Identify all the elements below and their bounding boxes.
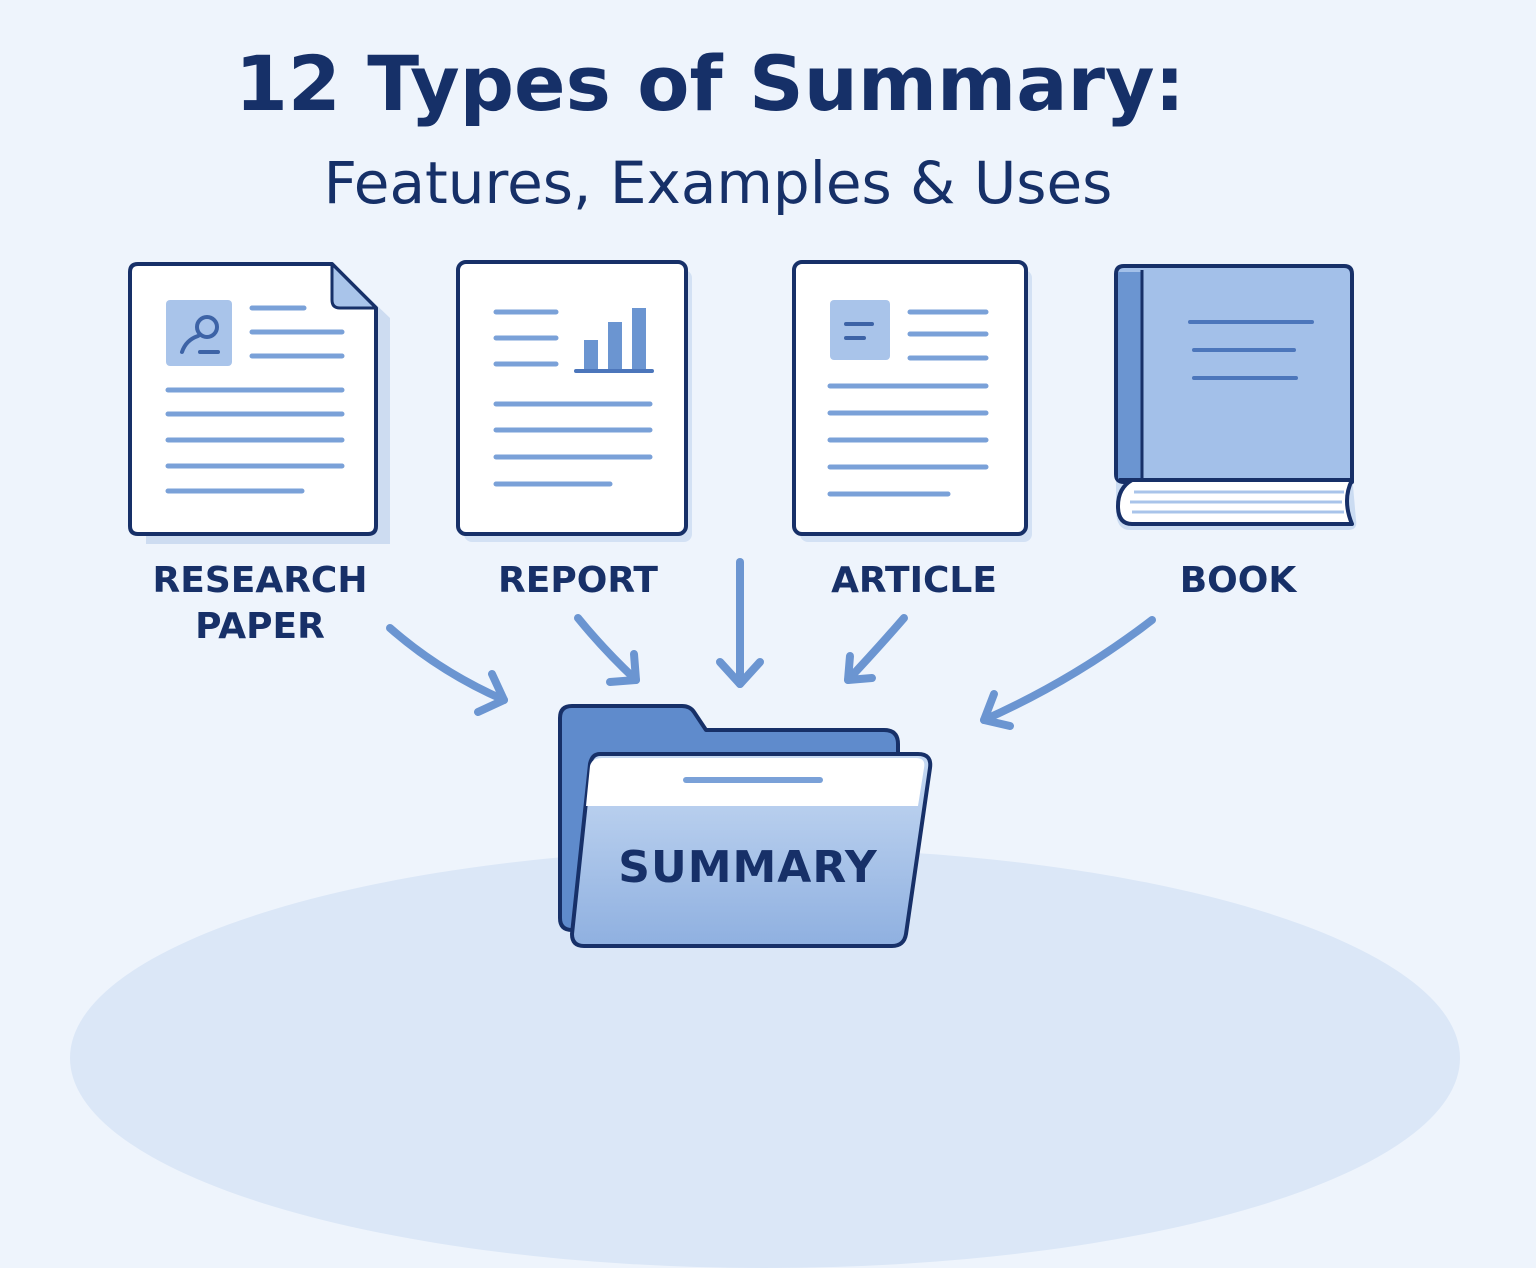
- research-paper-icon: [128, 262, 390, 544]
- arrow-book: [980, 616, 1156, 730]
- source-label-book: BOOK: [1179, 560, 1297, 601]
- page-title: 12 Types of Summary:: [235, 39, 1185, 128]
- source-label-report: REPORT: [498, 560, 658, 601]
- article-icon: [792, 260, 1032, 542]
- source-label-article: ARTICLE: [831, 560, 997, 601]
- arrow-report: [574, 614, 640, 686]
- folder-icon: [558, 704, 933, 948]
- arrow-research-paper: [386, 624, 508, 716]
- book-icon: [1114, 264, 1357, 530]
- report-icon: [456, 260, 692, 542]
- arrow-report-center: [716, 558, 764, 688]
- page-subtitle: Features, Examples & Uses: [323, 149, 1113, 217]
- diagram-art: [128, 260, 1357, 948]
- source-label-research-paper: RESEARCH PAPER: [152, 560, 368, 647]
- arrow-article: [844, 614, 908, 684]
- summary-folder-label: SUMMARY: [618, 842, 878, 893]
